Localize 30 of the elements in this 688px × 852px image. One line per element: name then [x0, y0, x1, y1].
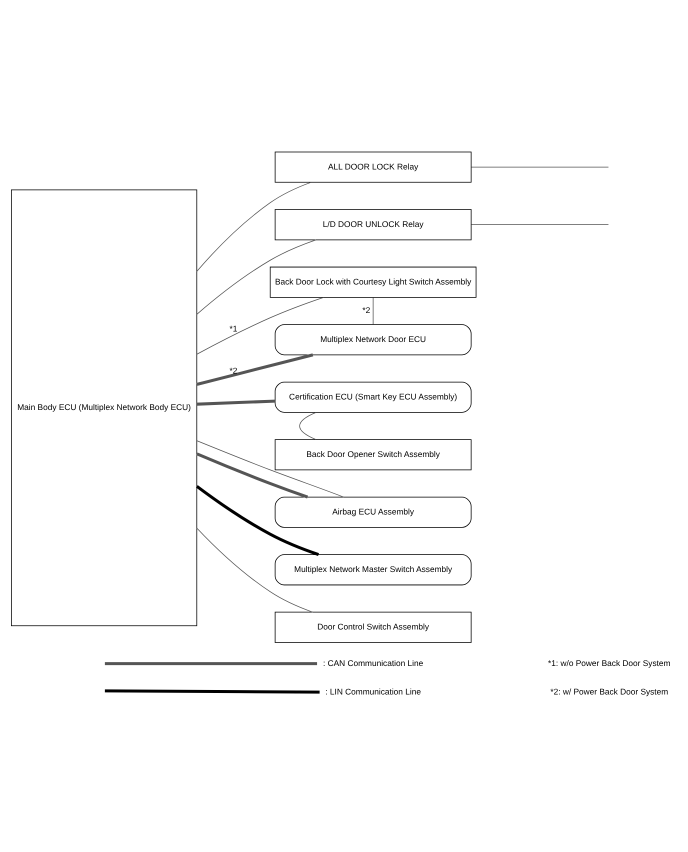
node-box: Back Door Lock with Courtesy Light Switch Assembly — [270, 266, 476, 298]
edge-label: *2 — [362, 305, 370, 316]
connector — [196, 528, 314, 613]
connector — [470, 166, 609, 168]
connector — [299, 412, 316, 440]
connector — [196, 440, 344, 498]
node-box: ALL DOOR LOCK Relay — [274, 152, 472, 183]
connector — [196, 452, 308, 498]
node-box: Back Door Opener Switch Assembly — [274, 439, 472, 470]
connector — [196, 485, 320, 556]
connector — [372, 297, 374, 325]
edge-label: *2 — [230, 366, 238, 376]
node-box: Main Body ECU (Multiplex Network Body ECU) — [11, 190, 198, 626]
node-box: Multiplex Network Door ECU — [274, 324, 472, 356]
connector — [196, 182, 312, 272]
connector — [196, 296, 324, 355]
legend-label: : CAN Communication Line — [323, 658, 424, 668]
connector — [196, 240, 316, 315]
connector — [196, 353, 314, 386]
node-box: Airbag ECU Assembly — [274, 496, 472, 528]
connector — [470, 224, 609, 226]
label: *1: w/o Power Back Door System — [548, 658, 670, 668]
connector — [196, 400, 276, 406]
node-box: Multiplex Network Master Switch Assembly — [274, 554, 472, 586]
node-box: Certification ECU (Smart Key ECU Assembly) — [274, 382, 472, 413]
node-box: L/D DOOR UNLOCK Relay — [274, 209, 472, 240]
edge-label: *1 — [230, 323, 238, 334]
node-box: Door Control Switch Assembly — [274, 612, 472, 643]
legend-label: : LIN Communication Line — [325, 686, 421, 697]
label: *2: w/ Power Back Door System — [550, 686, 668, 697]
